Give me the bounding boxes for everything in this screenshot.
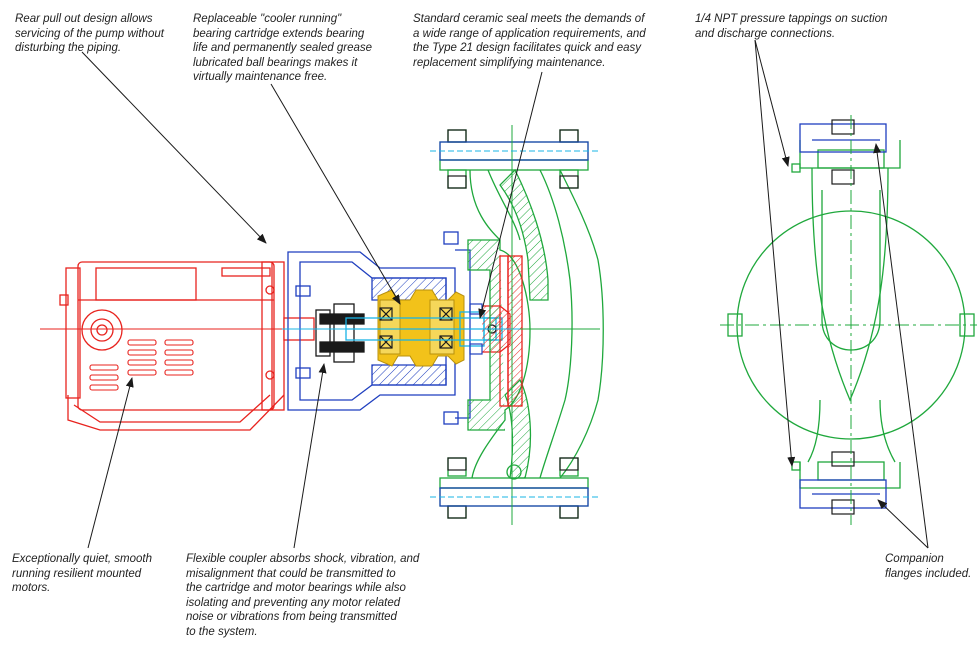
callout-bearing-cartridge: Replaceable "cooler running" bearing car… xyxy=(193,13,373,83)
center-lines xyxy=(40,125,600,525)
bearing-cartridge xyxy=(377,289,465,367)
leader-ceramic-seal xyxy=(478,71,543,319)
leader-rear-pull-out xyxy=(81,51,267,244)
leader-npt-top xyxy=(754,39,790,167)
leader-lines xyxy=(81,39,929,549)
motor xyxy=(59,261,315,431)
callout-companion-flanges: Companion flanges included. xyxy=(885,553,972,580)
callout-rear-pull-out: Rear pull out design allows servicing of… xyxy=(15,13,164,54)
leader-companion-bottom xyxy=(877,499,929,549)
callout-ceramic-seal: Standard ceramic seal meets the demands … xyxy=(413,13,646,69)
side-view-bolts xyxy=(831,119,855,515)
side-view-flanges xyxy=(799,123,887,509)
leader-flexible-coupler xyxy=(293,363,327,549)
leader-bearing-cartridge xyxy=(270,83,401,305)
npt-tapping-markers xyxy=(791,163,801,471)
leader-quiet-motor xyxy=(87,377,134,549)
callout-flexible-coupler: Flexible coupler absorbs shock, vibratio… xyxy=(186,553,420,638)
callout-quiet-motor: Exceptionally quiet, smooth running resi… xyxy=(12,553,152,594)
leader-companion-top xyxy=(873,143,929,549)
flexible-coupler xyxy=(315,303,365,363)
side-view-center-lines xyxy=(720,115,977,525)
callout-npt-tappings: 1/4 NPT pressure tappings on suction and… xyxy=(695,13,888,40)
leader-npt-bottom xyxy=(754,39,796,467)
